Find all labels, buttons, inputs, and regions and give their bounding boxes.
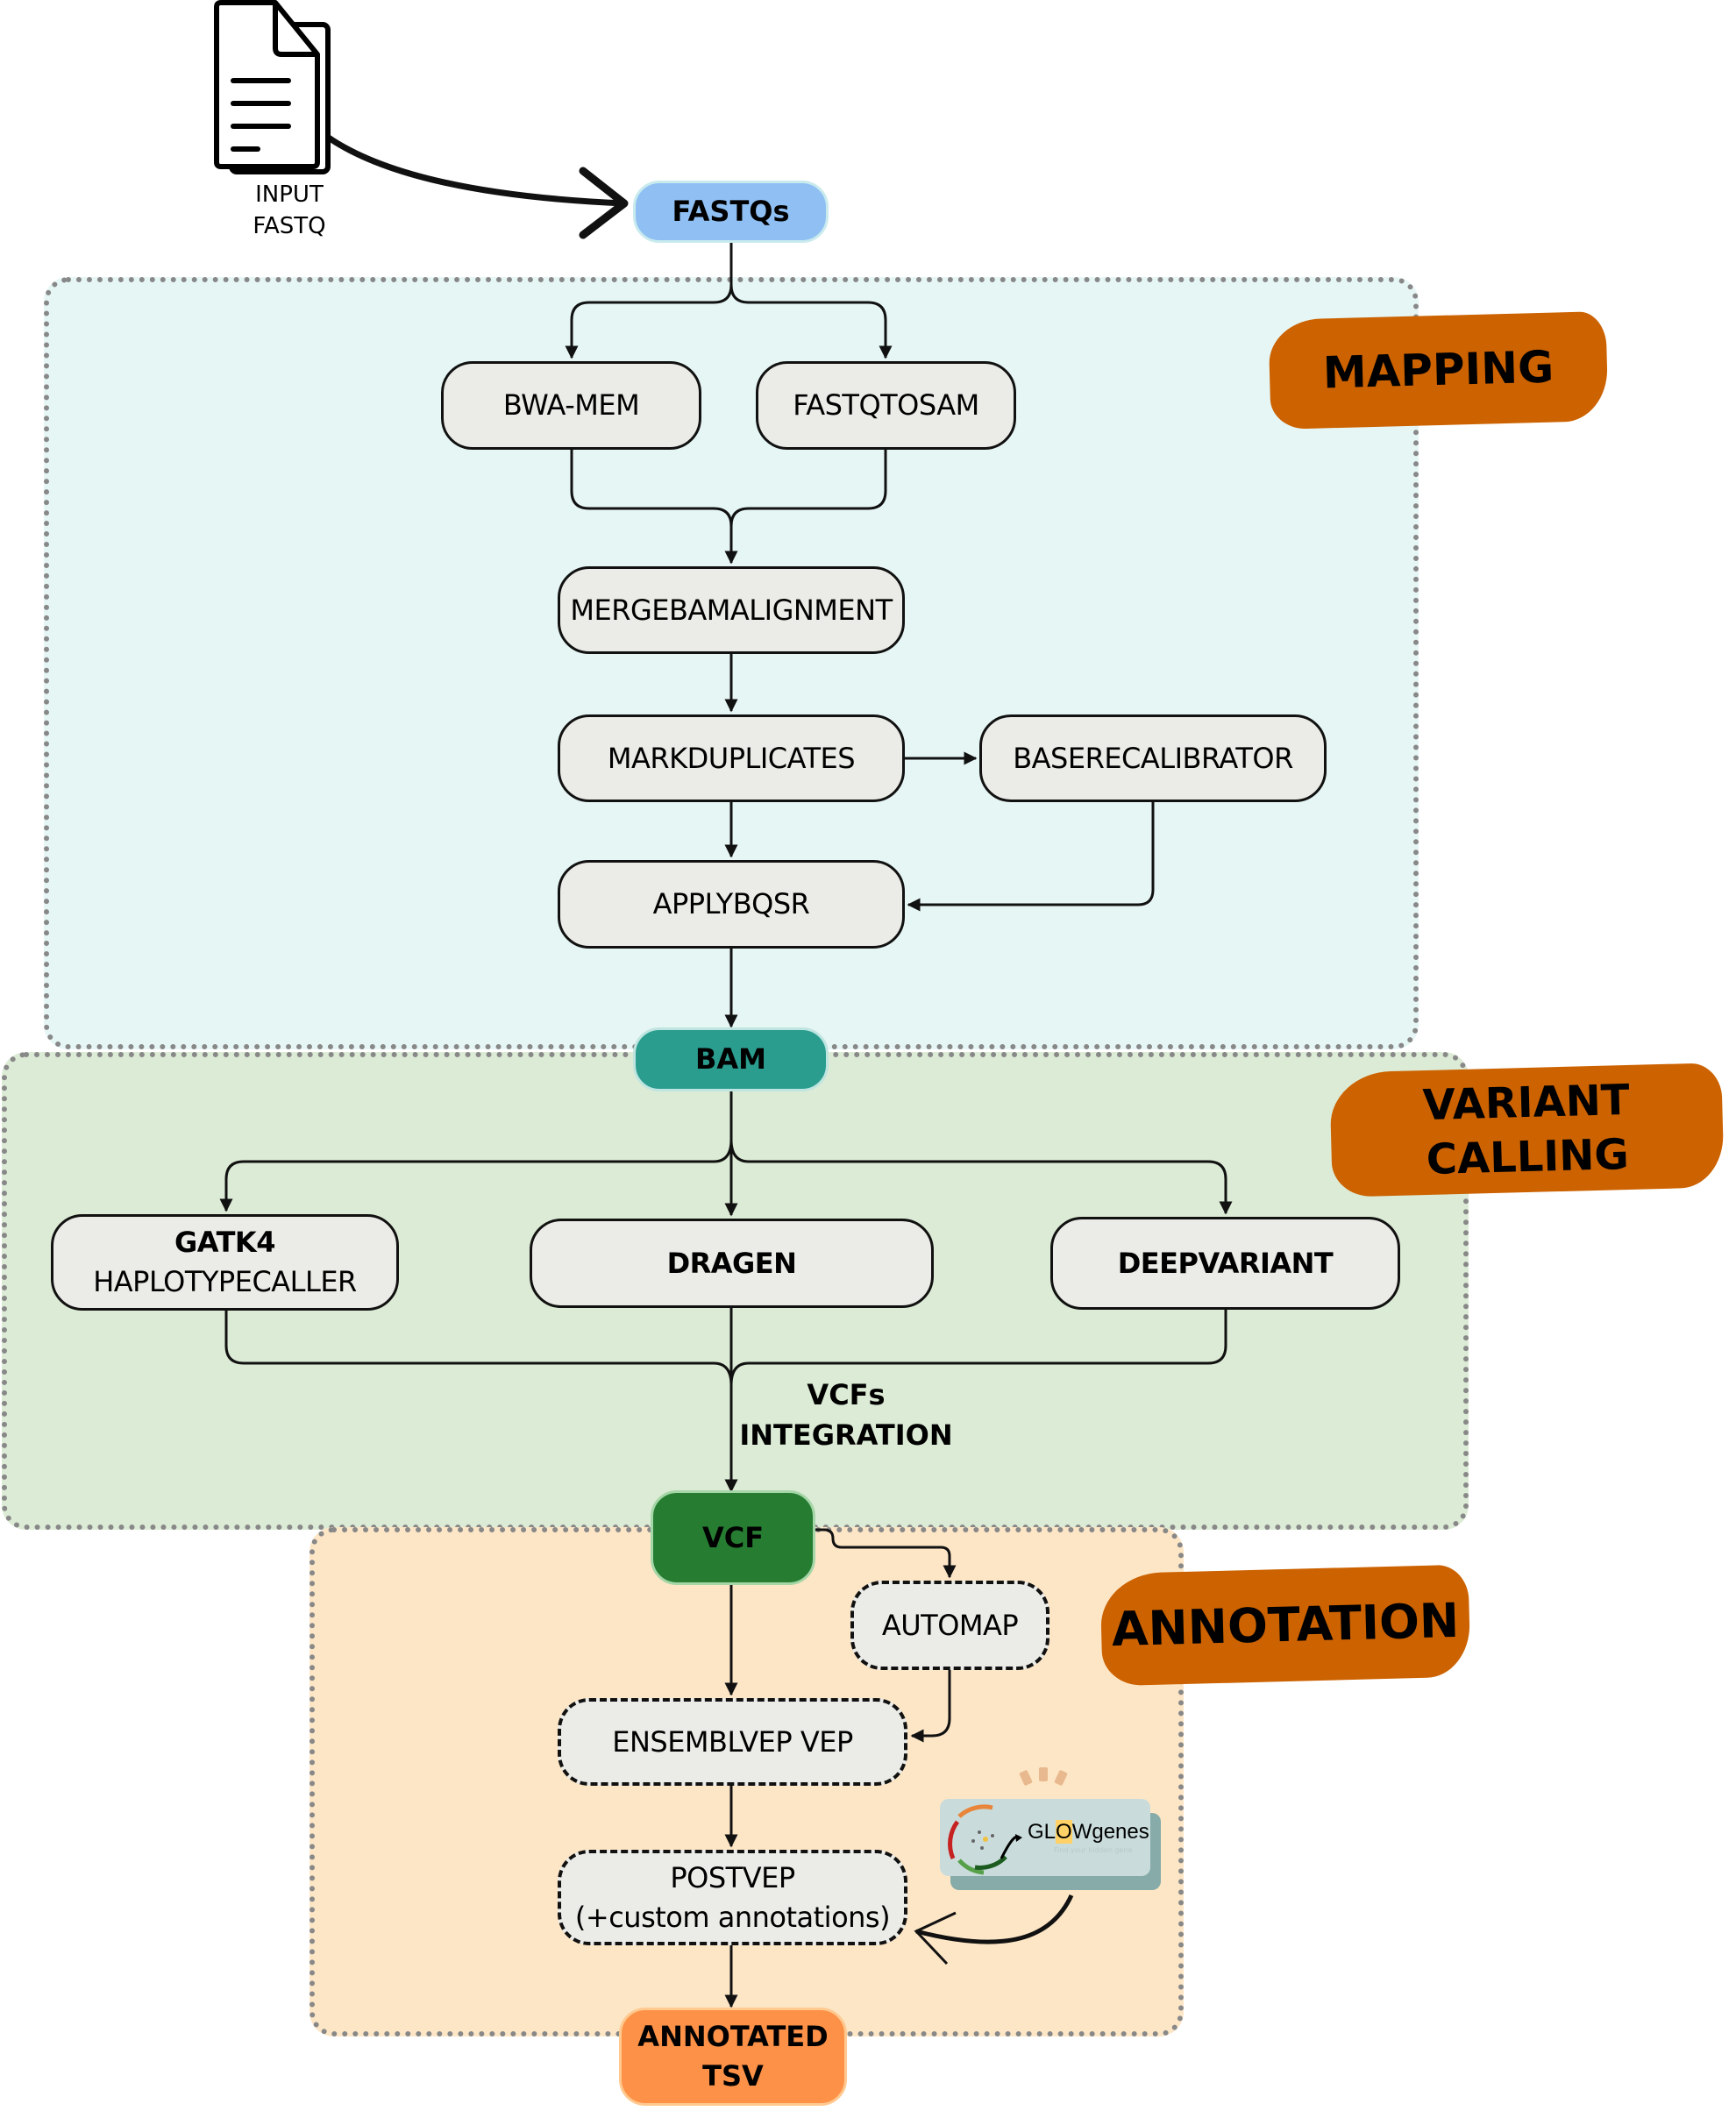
mapping-label: MAPPING [1322,341,1555,399]
annotated-tsv-label-1: ANNOTATED [637,2020,829,2054]
step-automap[interactable]: AUTOMAP [850,1581,1049,1670]
markduplicates-label: MARKDUPLICATES [607,741,856,775]
variant-label: VARIANT [1422,1075,1631,1130]
edge-gatk-vcf [224,1311,733,1386]
step-bwa-mem[interactable]: BWA-MEM [441,361,701,450]
glowgenes-wordmark: GLOWgenes [1028,1820,1149,1844]
dragen-label: DRAGEN [666,1246,797,1280]
step-postvep[interactable]: POSTVEP (+custom annotations) [558,1850,907,1945]
edge-fastqs-fastqtosam [729,284,893,359]
step-baserecalibrator[interactable]: BASERECALIBRATOR [979,714,1327,802]
ensemblvep-label: ENSEMBLVEP VEP [612,1724,853,1759]
edge-deepvariant-vcf [729,1310,1227,1386]
glowgenes-tagline: Find your hidden gene [1054,1846,1133,1854]
edge-bwa-merge [570,450,738,565]
glowgenes-highlight: O [1056,1820,1072,1844]
edge-fastqtosam-merge [729,450,887,527]
step-deepvariant[interactable]: DEEPVARIANT [1050,1217,1400,1310]
glowgenes-logo: GLOWgenes Find your hidden gene [931,1762,1177,1894]
mapping-section-label: MAPPING [1268,310,1609,430]
fastqs-node[interactable]: FASTQs [633,181,829,243]
automap-label: AUTOMAP [881,1608,1019,1642]
document-stack-icon [214,0,350,175]
edge-vcf-automap [814,1528,957,1579]
glowgenes-logo-graphic [940,1767,1161,1890]
step-gatk4-haplotypecaller[interactable]: GATK4 HAPLOTYPECALLER [51,1214,399,1311]
edge-glowgenes-arrowhead [914,1911,957,1965]
bwa-mem-label: BWA-MEM [502,388,640,423]
glowgenes-prefix: GL [1028,1820,1057,1844]
postvep-custom-label: (+custom annotations) [574,1900,891,1934]
edge-baserecal-applybqsr [907,802,1155,912]
bam-node[interactable]: BAM [633,1027,829,1091]
baserecalibrator-label: BASERECALIBRATOR [1013,741,1293,775]
step-dragen[interactable]: DRAGEN [530,1219,934,1308]
input-arrow [317,129,625,207]
applybqsr-label: APPLYBQSR [652,887,810,921]
gatk4-label: GATK4 [174,1226,275,1260]
edge-bam-gatk [219,1139,733,1212]
glowgenes-suffix: genes [1092,1820,1149,1844]
edge-glowgenes-postvep [915,1894,1074,1944]
vcf-label: VCF [701,1520,765,1554]
bam-label: BAM [695,1042,766,1077]
variant-calling-section-label: VARIANT CALLING [1329,1063,1725,1198]
annotation-label: ANNOTATION [1111,1592,1460,1658]
vcf-node[interactable]: VCF [651,1490,815,1585]
vcfs-integration-line2: INTEGRATION [739,1418,953,1452]
annotated-tsv-label-2: TSV [702,2059,764,2093]
annotation-section-label: ANNOTATION [1099,1564,1471,1687]
mergebamalignment-label: MERGEBAMALIGNMENT [570,593,893,627]
annotated-tsv-node[interactable]: ANNOTATED TSV [619,2008,847,2106]
postvep-label: POSTVEP [670,1860,795,1894]
fastqs-label: FASTQs [672,195,790,229]
edge-bam-deepvariant [729,1139,1233,1215]
step-fastqtosam[interactable]: FASTQTOSAM [756,361,1016,450]
step-ensemblvep[interactable]: ENSEMBLVEP VEP [558,1698,907,1786]
vcfs-integration-line1: VCFs [807,1378,886,1411]
glowgenes-w: W [1071,1820,1092,1844]
input-fastq-label: INPUT FASTQ [228,179,351,242]
deepvariant-label: DEEPVARIANT [1117,1246,1334,1280]
step-applybqsr[interactable]: APPLYBQSR [558,860,905,949]
calling-label: CALLING [1426,1129,1630,1185]
step-mergebamalignment[interactable]: MERGEBAMALIGNMENT [558,566,905,654]
step-markduplicates[interactable]: MARKDUPLICATES [558,714,905,802]
input-arrow-head [579,167,629,239]
vcfs-integration-label: VCFs INTEGRATION [736,1375,956,1455]
input-label-line1: INPUT [255,181,324,208]
haplotypecaller-label: HAPLOTYPECALLER [93,1265,357,1298]
edge-fastqs-bwa [565,243,733,359]
fastqtosam-label: FASTQTOSAM [793,388,979,423]
edge-automap-ensemblvep [910,1670,951,1743]
input-label-line2: FASTQ [253,213,326,239]
